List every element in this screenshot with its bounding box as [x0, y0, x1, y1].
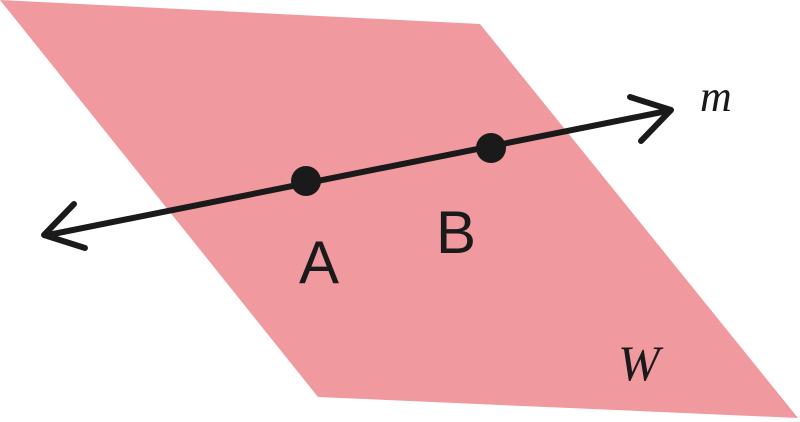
line-m — [45, 108, 670, 238]
line-m-label: m — [700, 72, 732, 121]
point-a-label: A — [299, 229, 339, 296]
point-a — [291, 166, 321, 196]
point-b — [476, 133, 506, 163]
point-b-label: B — [436, 199, 476, 266]
arrowhead-right-icon — [627, 94, 674, 144]
plane-w-label: W — [618, 335, 664, 391]
arrowhead-left-icon — [41, 201, 88, 251]
